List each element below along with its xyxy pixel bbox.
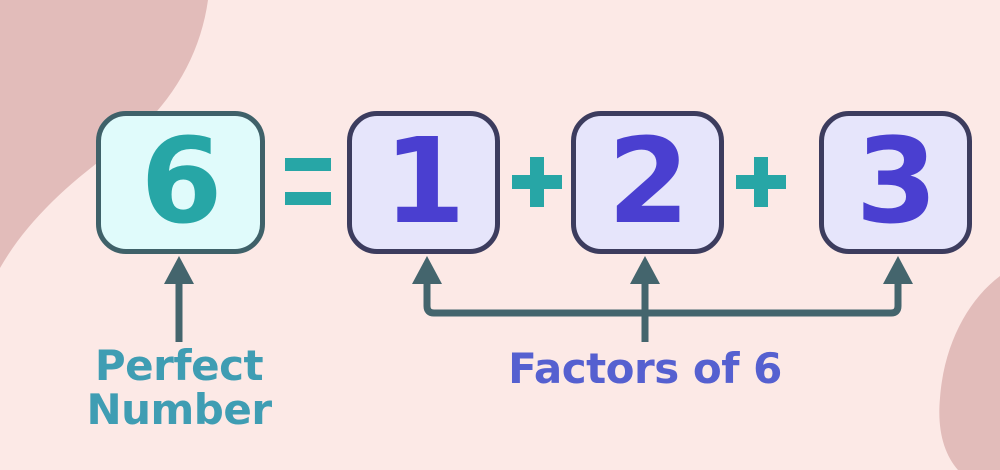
factor-box-3[interactable]: 3 xyxy=(819,111,972,254)
bottom-right-blob-shape xyxy=(939,276,1000,470)
factors-label: Factors of 6 xyxy=(508,344,782,393)
plus-operator-1 xyxy=(512,157,562,207)
equals-bar-top xyxy=(285,158,331,171)
perfect-number-value: 6 xyxy=(140,111,222,250)
factor-value-1: 1 xyxy=(383,111,465,250)
equals-bar-bottom xyxy=(285,192,331,205)
factor-box-1[interactable]: 1 xyxy=(347,111,500,254)
factor-value-2: 2 xyxy=(607,111,689,250)
plus-operator-2 xyxy=(736,157,786,207)
equals-operator xyxy=(285,158,331,206)
perfect-number-label-line-2: Number xyxy=(86,384,272,434)
factor-value-3: 3 xyxy=(855,111,937,250)
factors-bracket-arrows xyxy=(412,256,913,342)
plus-horizontal-bar xyxy=(736,175,786,189)
perfect-number-box[interactable]: 6 xyxy=(96,111,265,254)
factor-box-2[interactable]: 2 xyxy=(571,111,724,254)
plus-horizontal-bar xyxy=(512,175,562,189)
perfect-number-label-line-1: Perfect xyxy=(94,341,264,390)
perfect-number-label: Perfect Number xyxy=(29,344,329,431)
perfect-number-arrow xyxy=(164,256,194,342)
